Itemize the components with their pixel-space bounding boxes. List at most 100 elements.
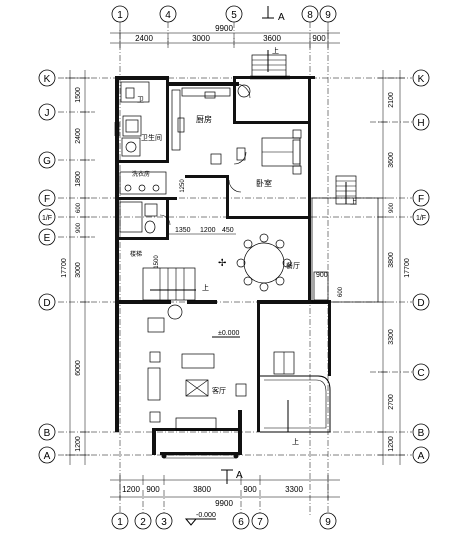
- section-mark-top: A: [262, 6, 285, 23]
- stair-label-terrace: 上: [292, 437, 299, 446]
- top-dim-2: 3000: [192, 34, 210, 43]
- right-dim-1: 2100: [388, 92, 395, 108]
- right-dimensions: 2100 3600 900 3800 3300 2700 1200 17700: [378, 70, 411, 465]
- bubble-right-K: K: [418, 74, 425, 85]
- bubble-bottom-9: 9: [325, 517, 331, 528]
- bubble-bottom-7: 7: [257, 517, 263, 528]
- stair-entry-top: 上: [251, 46, 287, 78]
- stair-label-top: 上: [272, 46, 279, 55]
- right-dim-2: 3600: [388, 152, 395, 168]
- right-dim-3: 900: [389, 202, 395, 213]
- dining-marker: ✢: [218, 258, 226, 269]
- top-dim-3: 3600: [263, 34, 281, 43]
- left-dim-5: 900: [76, 222, 82, 233]
- main-stair: 上 楼梯: [130, 250, 209, 301]
- axis-bubbles-top: 1 4 5 8 9: [111, 5, 337, 23]
- interior-dims: 1350 1200 450 1500 1250 900 600: [154, 179, 344, 297]
- elevation-outdoor: -0.000: [196, 512, 216, 519]
- bubble-bottom-3: 3: [161, 517, 167, 528]
- stair-side-right: 上: [311, 175, 379, 303]
- top-dimensions: 9900 2400 3000 3600 900: [110, 24, 340, 48]
- interior-dim-900: 900: [316, 272, 328, 279]
- bubble-left-1F: 1/F: [42, 215, 52, 222]
- terrace: 上: [260, 351, 331, 446]
- top-dim-4: 900: [312, 34, 326, 43]
- bubble-left-F: F: [44, 194, 50, 205]
- bubble-left-G: G: [43, 156, 51, 167]
- left-dim-3: 1800: [75, 171, 82, 187]
- outdoor-elevation: -0.000: [184, 512, 216, 526]
- bottom-dimensions: 1200 900 3800 900 3300 9900: [110, 475, 340, 508]
- openings: [114, 75, 290, 459]
- room-label-bedroom: 卧室: [256, 178, 272, 188]
- bubble-right-A: A: [418, 451, 425, 462]
- bubble-left-E: E: [44, 233, 51, 244]
- interior-dim-450: 450: [222, 227, 234, 234]
- bottom-dim-1: 1200: [122, 485, 140, 494]
- interior-dim-1200: 1200: [200, 227, 216, 234]
- interior-dim-600: 600: [338, 286, 344, 297]
- bubble-right-H: H: [417, 118, 424, 129]
- bubble-top-5: 5: [231, 10, 237, 21]
- bottom-dim-4: 900: [243, 485, 257, 494]
- bubble-bottom-1: 1: [117, 517, 123, 528]
- bubble-left-K: K: [44, 74, 51, 85]
- top-total-dim: 9900: [215, 24, 233, 33]
- bubble-bottom-2: 2: [140, 517, 146, 528]
- room-label-dining: 餐厅: [286, 261, 300, 270]
- dining-fixtures: 餐厅 ✢: [218, 233, 300, 292]
- left-total-dim: 17700: [61, 258, 68, 278]
- room-label-second-bath: 卫生间: [141, 133, 162, 142]
- section-label-top: A: [278, 12, 285, 23]
- right-dim-5: 3300: [388, 329, 395, 345]
- bubble-top-4: 4: [165, 10, 171, 21]
- stair-label-side: 上: [350, 197, 357, 206]
- bubble-left-B: B: [44, 428, 51, 439]
- bottom-dim-2: 900: [146, 485, 160, 494]
- bubble-right-1F: 1/F: [416, 215, 426, 222]
- right-dim-4: 3800: [388, 252, 395, 268]
- room-label-kitchen: 厨房: [196, 114, 212, 124]
- walls: [115, 76, 331, 455]
- left-dim-1: 1500: [75, 87, 82, 103]
- bedroom-fixtures: 卧室: [236, 129, 302, 188]
- room-label-living: 客厅: [212, 386, 226, 395]
- axis-bubbles-right: K H F 1/F D C B A: [412, 69, 430, 464]
- living-fixtures: ±0.000 客厅: [147, 304, 247, 431]
- bubble-left-J: J: [45, 108, 50, 119]
- room-label-laundry: 洗衣房: [132, 170, 150, 178]
- bubble-top-9: 9: [325, 10, 331, 21]
- bottom-dim-3: 3800: [193, 485, 211, 494]
- bubble-left-D: D: [43, 298, 50, 309]
- left-dim-7: 6000: [75, 360, 82, 376]
- bubble-right-D: D: [417, 298, 424, 309]
- bubble-top-1: 1: [117, 10, 123, 21]
- interior-dim-1250: 1250: [180, 179, 186, 193]
- interior-dim-1500: 1500: [154, 255, 160, 269]
- right-dim-6: 2700: [388, 394, 395, 410]
- left-dim-6: 3000: [75, 262, 82, 278]
- bubble-right-B: B: [418, 428, 425, 439]
- kitchen-fixtures: 厨房: [171, 84, 251, 165]
- top-dim-1: 2400: [135, 34, 153, 43]
- bubble-right-C: C: [417, 368, 424, 379]
- section-label-bottom: A: [236, 470, 243, 481]
- right-total-dim: 17700: [404, 258, 411, 278]
- left-dim-8: 1200: [75, 436, 82, 452]
- bubble-bottom-6: 6: [238, 517, 244, 528]
- left-dim-2: 2400: [75, 128, 82, 144]
- bathroom-fixtures: 卫 卫生间 洗衣房: [119, 81, 167, 234]
- section-mark-bottom: A: [221, 469, 243, 484]
- axis-bubbles-bottom: 1 2 3 6 7 9: [111, 512, 337, 530]
- bubble-left-A: A: [44, 451, 51, 462]
- bubble-right-F: F: [418, 194, 424, 205]
- elevation-living: ±0.000: [218, 330, 239, 337]
- left-dim-4: 600: [76, 202, 82, 213]
- interior-dim-1350: 1350: [175, 227, 191, 234]
- stair-label-main: 上: [202, 283, 209, 292]
- left-dimensions: 1500 2400 1800 600 900 3000 6000 1200 17…: [61, 70, 90, 465]
- room-label-stair: 楼梯: [130, 250, 142, 258]
- bottom-dim-5: 3300: [285, 485, 303, 494]
- axis-bubbles-left: K J G F 1/F E D B A: [38, 69, 56, 464]
